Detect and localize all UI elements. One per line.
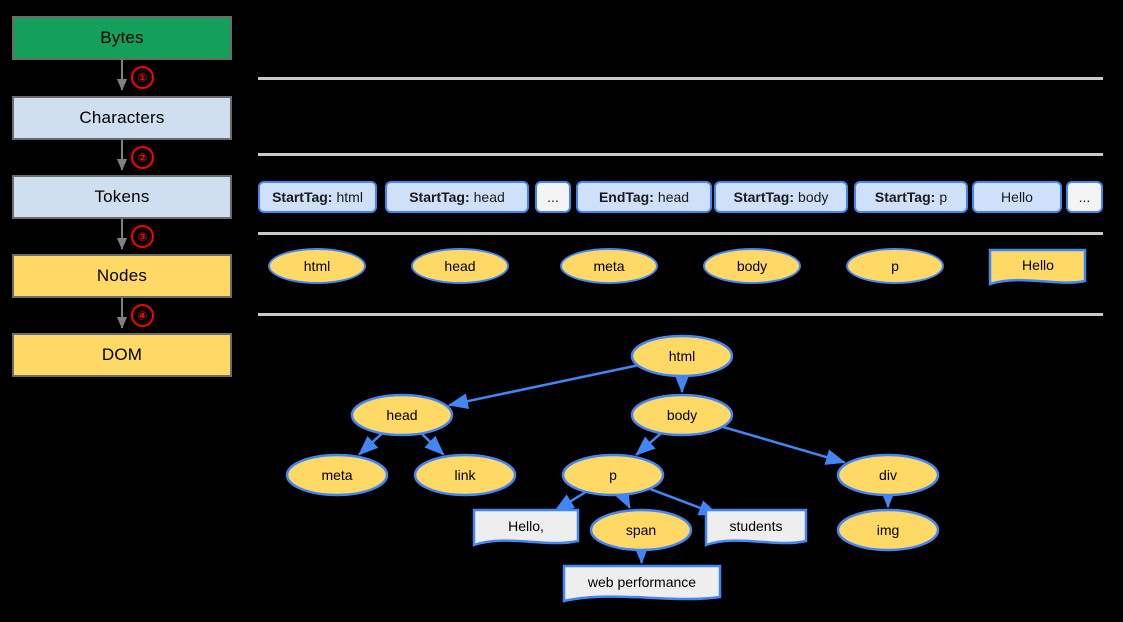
node-chip-label: Hello <box>1022 257 1054 273</box>
token-value: p <box>939 189 948 205</box>
token-chip[interactable]: EndTag:head <box>576 181 712 213</box>
step-badge-1: ① <box>131 66 154 89</box>
tree-node-link[interactable] <box>413 453 517 497</box>
tree-node-span[interactable] <box>589 508 693 552</box>
tree-node-meta[interactable] <box>285 453 389 497</box>
pipeline-step-bytes[interactable]: Bytes <box>12 16 232 60</box>
node-chip-head[interactable]: head <box>411 248 509 284</box>
tree-node-body[interactable] <box>630 393 734 437</box>
node-chip-html[interactable]: html <box>268 248 366 284</box>
tree-edge <box>635 432 662 456</box>
token-chip[interactable]: StartTag:html <box>258 181 377 213</box>
dom-tree-nodes <box>285 334 940 603</box>
token-chip[interactable]: StartTag:head <box>385 181 529 213</box>
tree-edge <box>722 425 846 465</box>
pipeline-step-nodes[interactable]: Nodes <box>12 254 232 298</box>
token-kind: StartTag: <box>409 189 470 205</box>
tree-node-p[interactable] <box>561 453 665 497</box>
node-chip-meta[interactable]: meta <box>560 248 658 284</box>
token-chip[interactable]: StartTag:p <box>854 181 968 213</box>
token-kind: EndTag: <box>598 189 654 205</box>
token-value: head <box>657 189 690 205</box>
token-chip[interactable]: StartTag:body <box>714 181 848 213</box>
token-chip[interactable]: ... <box>1066 181 1103 213</box>
step-badge-2: ② <box>131 146 154 169</box>
token-value: body <box>798 189 829 205</box>
tree-node-img[interactable] <box>836 508 940 552</box>
token-value: Hello <box>1001 189 1033 205</box>
divider-characters-tokens <box>258 153 1103 156</box>
divider-tokens-nodes <box>258 232 1103 235</box>
divider-bytes-characters <box>258 77 1103 80</box>
token-chip[interactable]: ... <box>535 181 571 213</box>
step-badge-4: ④ <box>131 304 154 327</box>
tree-node-head[interactable] <box>350 393 454 437</box>
tree-node-html[interactable] <box>630 334 734 378</box>
token-kind: StartTag: <box>874 189 936 205</box>
tree-edge <box>447 364 639 410</box>
pipeline-step-dom[interactable]: DOM <box>12 333 232 377</box>
token-kind: StartTag: <box>272 189 333 205</box>
token-value: html <box>336 189 363 205</box>
node-chip-p[interactable]: p <box>846 248 944 284</box>
tree-edge <box>553 490 587 513</box>
tree-node-hello[interactable] <box>472 508 580 547</box>
token-value: ... <box>547 189 559 205</box>
token-kind: StartTag: <box>733 189 795 205</box>
tree-node-students[interactable] <box>704 508 808 547</box>
divider-nodes-dom <box>258 313 1103 316</box>
pipeline-step-tokens[interactable]: Tokens <box>12 175 232 219</box>
node-chip-body[interactable]: body <box>703 248 801 284</box>
tree-node-webperf[interactable] <box>562 564 722 603</box>
tree-edge <box>420 432 445 456</box>
step-badge-3: ③ <box>131 225 154 248</box>
tree-node-div[interactable] <box>836 453 940 497</box>
tree-edge <box>358 432 383 456</box>
token-chip[interactable]: Hello <box>972 181 1062 213</box>
token-value: ... <box>1078 189 1091 205</box>
tree-edge <box>614 487 631 509</box>
token-value: head <box>473 189 505 205</box>
pipeline-step-characters[interactable]: Characters <box>12 96 232 140</box>
node-chip-Hello[interactable]: Hello <box>988 248 1088 288</box>
